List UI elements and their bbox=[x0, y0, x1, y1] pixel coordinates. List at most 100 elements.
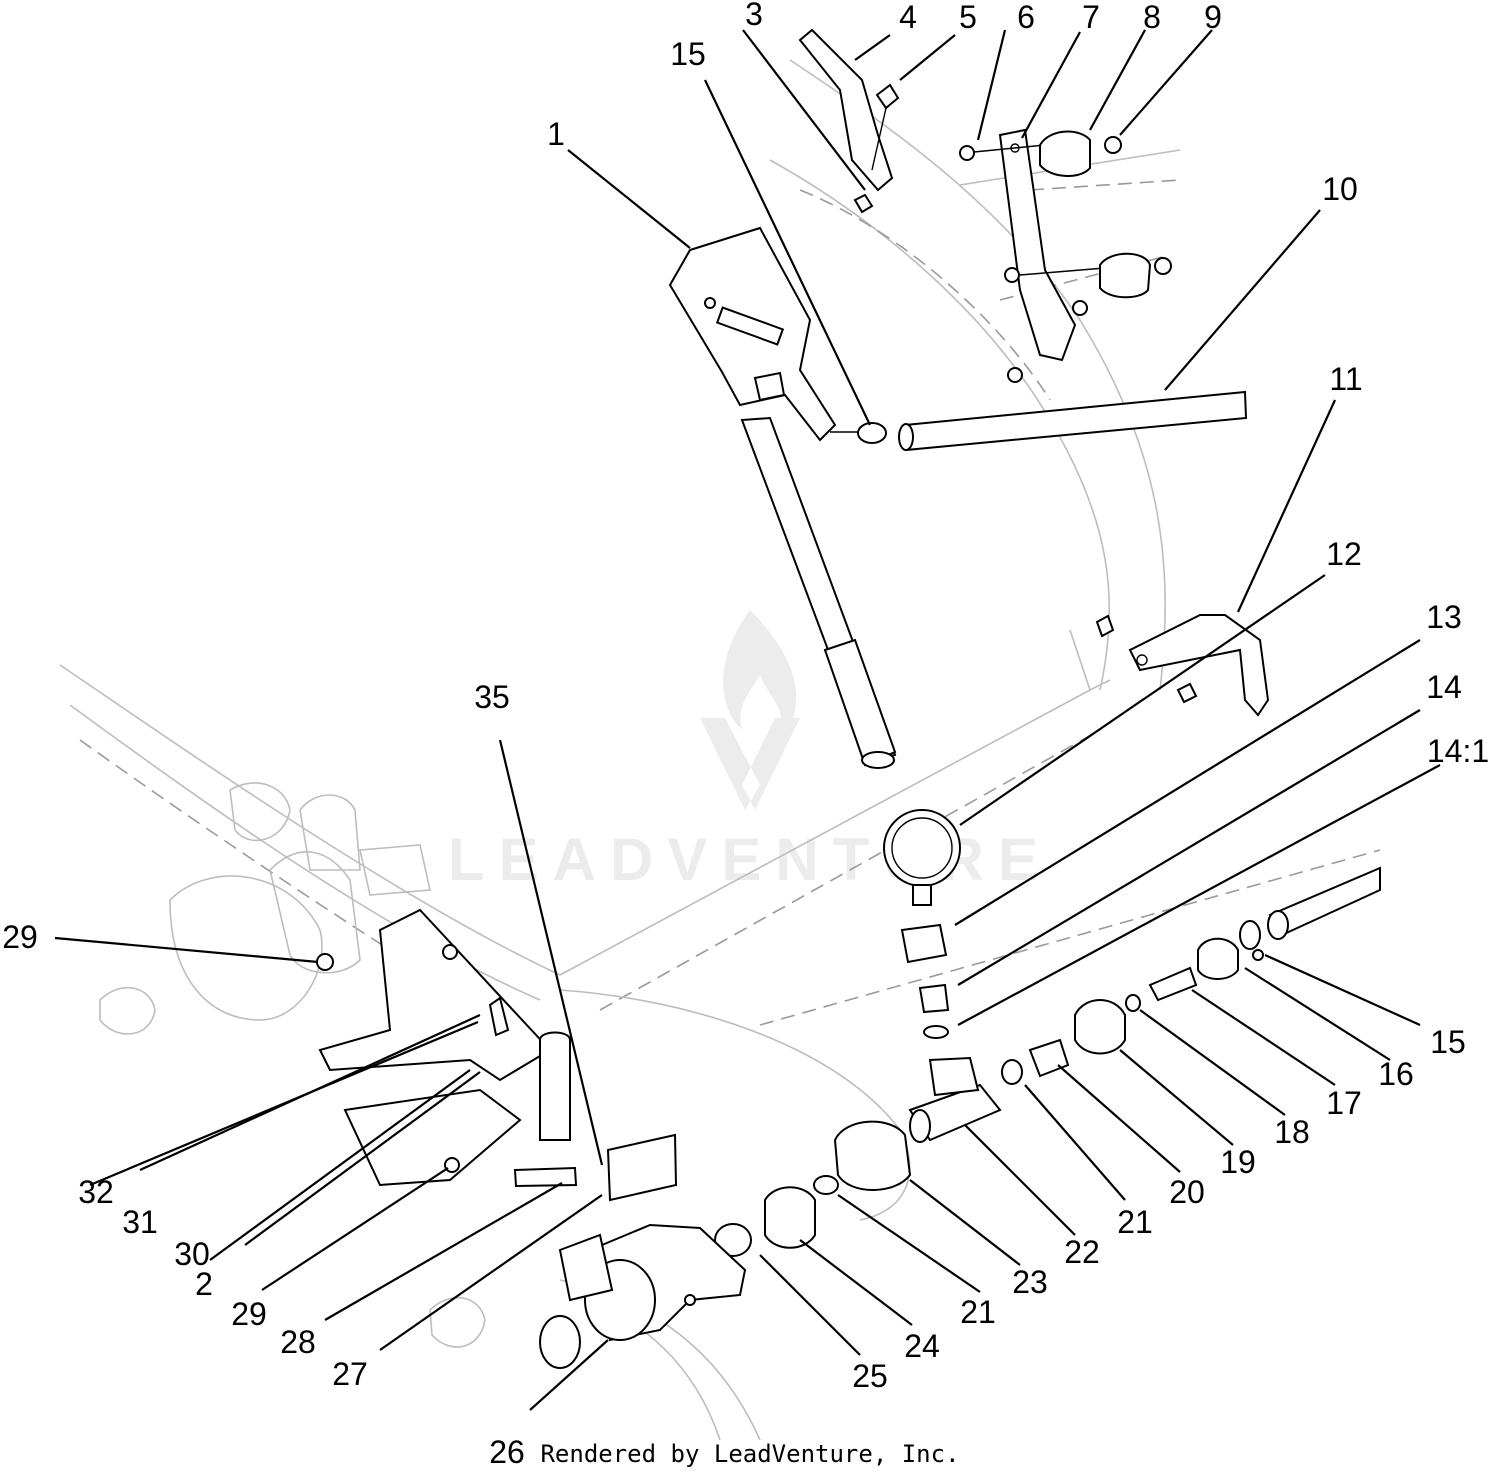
callout-16: 16 bbox=[1378, 1056, 1414, 1092]
callout-22: 22 bbox=[1064, 1234, 1100, 1270]
flame-icon bbox=[723, 610, 797, 740]
callout-17: 17 bbox=[1326, 1085, 1362, 1121]
callout-4: 4 bbox=[899, 0, 917, 35]
control-handle-assembly bbox=[668, 226, 897, 769]
washer-18 bbox=[1125, 994, 1141, 1012]
render-credit: Rendered by LeadVenture, Inc. bbox=[540, 1440, 960, 1468]
callout-26: 26 bbox=[489, 1434, 525, 1470]
hex-nut-16 bbox=[1197, 937, 1239, 980]
pressure-gauge-stack bbox=[883, 809, 961, 1039]
lower-plate-30 bbox=[343, 1088, 522, 1187]
callout-24: 24 bbox=[904, 1328, 940, 1364]
valve-inlet bbox=[558, 1233, 614, 1302]
hose-clamp-upper bbox=[1039, 130, 1091, 177]
oring-21-upper bbox=[1001, 1059, 1023, 1085]
callout-25: 25 bbox=[852, 1358, 888, 1394]
callout-31: 31 bbox=[122, 1204, 158, 1240]
lower-lever-pin bbox=[1095, 614, 1115, 638]
upper-lever-parts bbox=[798, 28, 900, 214]
washer-6 bbox=[959, 145, 975, 161]
callout-29-left: 29 bbox=[2, 919, 38, 955]
callout-3: 3 bbox=[745, 0, 763, 32]
rod-end bbox=[898, 423, 914, 451]
gauge-oring bbox=[923, 1025, 949, 1039]
hose-bracket-assembly bbox=[959, 128, 1172, 383]
callout-30: 30 bbox=[174, 1236, 210, 1272]
label-27 bbox=[606, 1133, 678, 1202]
callout-21-upper: 21 bbox=[1117, 1204, 1153, 1240]
callout-12: 12 bbox=[1326, 536, 1362, 572]
control-rod bbox=[830, 390, 1248, 452]
callout-14: 14 bbox=[1426, 669, 1462, 705]
callout-2: 2 bbox=[195, 1266, 213, 1302]
washer-lower bbox=[1004, 267, 1020, 283]
lower-lever bbox=[1069, 614, 1270, 717]
gauge-fitting-14 bbox=[918, 983, 950, 1014]
nut-29-lower bbox=[444, 1157, 460, 1173]
handle-grip bbox=[823, 638, 897, 767]
callout-9: 9 bbox=[1204, 0, 1222, 35]
hose-clamp-15 bbox=[1239, 920, 1261, 950]
callout-32: 32 bbox=[78, 1174, 114, 1210]
gauge-stem bbox=[912, 884, 932, 906]
mount-bracket-31 bbox=[318, 908, 552, 1082]
bracket-hole bbox=[704, 297, 716, 309]
rod-clip bbox=[857, 422, 887, 444]
bracket-nut bbox=[1072, 300, 1088, 316]
hex-nut-19 bbox=[1074, 999, 1126, 1055]
callout-15-right: 15 bbox=[1430, 1024, 1466, 1060]
pump-and-bracket-assembly bbox=[99, 782, 678, 1348]
leader-lines bbox=[54, 29, 1441, 1411]
callout-28: 28 bbox=[280, 1324, 316, 1360]
callout-21-lower: 21 bbox=[960, 1294, 996, 1330]
bolt-9 bbox=[1104, 136, 1122, 154]
callout-23: 23 bbox=[1012, 1264, 1048, 1300]
oring-25 bbox=[714, 1223, 752, 1257]
callout-1: 1 bbox=[547, 116, 565, 152]
tee-branch bbox=[928, 1056, 980, 1097]
pressure-gauge bbox=[883, 809, 961, 887]
lever-nut bbox=[853, 193, 874, 214]
grip-end bbox=[861, 751, 895, 769]
callout-5: 5 bbox=[959, 0, 977, 35]
oring-21-lower bbox=[813, 1175, 839, 1195]
valve-screw bbox=[684, 1294, 696, 1306]
bolt-lower bbox=[1154, 257, 1172, 275]
callout-6: 6 bbox=[1017, 0, 1035, 35]
bolt-28 bbox=[513, 1166, 578, 1188]
u-bolt-35 bbox=[539, 1031, 571, 1141]
clamp-screw bbox=[1252, 949, 1264, 961]
callout-13: 13 bbox=[1426, 599, 1462, 635]
nipple-20 bbox=[1028, 1038, 1070, 1078]
watermark: LEADVENTURE bbox=[448, 610, 1038, 893]
callout-27: 27 bbox=[332, 1356, 368, 1392]
nozzle-fitting-17 bbox=[1148, 966, 1198, 1002]
callout-15-top: 15 bbox=[670, 36, 706, 72]
logo-chevron-icon bbox=[700, 718, 800, 810]
nut-29-left bbox=[316, 953, 334, 971]
callout-19: 19 bbox=[1220, 1144, 1256, 1180]
upper-lever bbox=[798, 28, 894, 192]
callout-10: 10 bbox=[1322, 171, 1358, 207]
lever-bolt bbox=[875, 83, 900, 110]
hose-end bbox=[1267, 910, 1289, 940]
valve-body-assembly bbox=[539, 1186, 816, 1369]
callout-8: 8 bbox=[1143, 0, 1161, 35]
handle-slot bbox=[715, 306, 785, 346]
coupler-23 bbox=[833, 1120, 912, 1191]
callout-14-1: 14:1 bbox=[1427, 733, 1489, 769]
rod-body bbox=[903, 390, 1248, 452]
callout-20: 20 bbox=[1169, 1174, 1205, 1210]
callout-11: 11 bbox=[1329, 361, 1362, 397]
callout-35: 35 bbox=[474, 679, 510, 715]
pivot-bolt bbox=[753, 371, 786, 402]
bracket-nut-top bbox=[442, 944, 458, 960]
bolt-32 bbox=[488, 996, 510, 1037]
callout-18: 18 bbox=[1274, 1114, 1310, 1150]
plumbing-train bbox=[813, 866, 1381, 1195]
fitting-24 bbox=[764, 1186, 816, 1249]
callout-29-lower: 29 bbox=[231, 1296, 267, 1332]
